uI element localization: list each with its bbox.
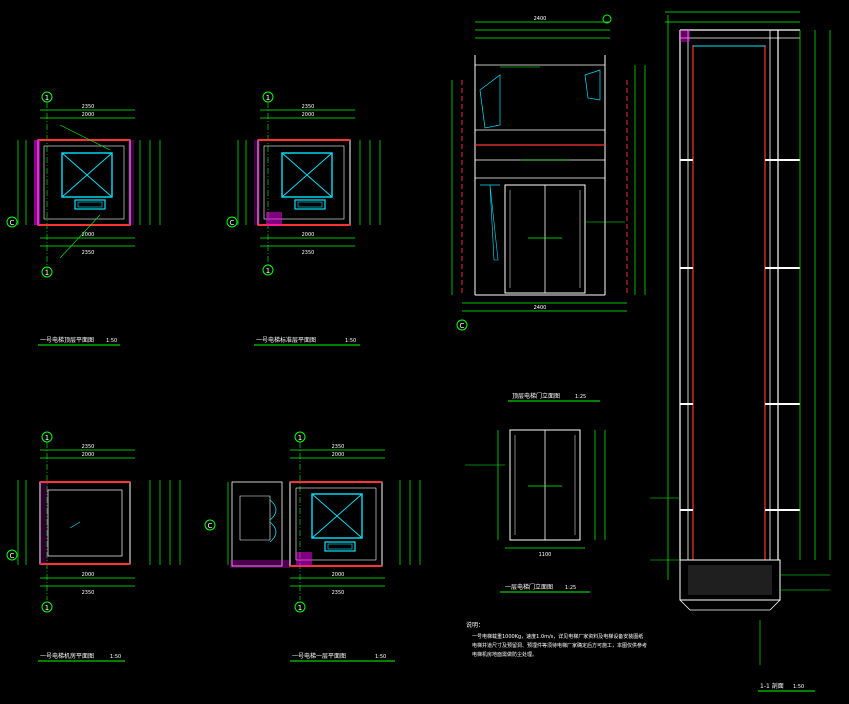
dimension-label: 2000	[82, 572, 95, 578]
grid-bubble-label: C	[10, 219, 15, 227]
dimension-label: 2350	[332, 590, 345, 596]
grid-bubble-c: C	[6, 216, 18, 228]
dimension-label: 2350	[82, 250, 95, 256]
drawing-title: 一号电梯机房平面图	[40, 652, 94, 660]
grid-bubble-label: 1	[45, 269, 49, 277]
dimension-label: 2000	[332, 452, 345, 458]
dimension-label: 2400	[534, 16, 547, 22]
grid-bubble-label: C	[10, 552, 15, 560]
grid-bubble-label: 1	[45, 604, 49, 612]
floor-slabs	[680, 159, 800, 511]
door-elevation-first-floor: 1100 一层电梯门立面图 1:25	[465, 429, 606, 593]
drawing-scale: 1:50	[106, 338, 117, 344]
grid-bubble-label: 1	[298, 604, 302, 612]
drawing-title: 顶层电梯门立面图	[512, 392, 560, 400]
dimension-label: 2350	[332, 444, 345, 450]
plan-top-mid: 1 C 2350 2000 2000 2350 1 一号电梯标准层平面图 1:5…	[226, 91, 381, 346]
door-elevation-top-floor: 2400 2400 C	[451, 14, 646, 402]
dimension-label: 2000	[332, 572, 345, 578]
dimension-label: 2350	[302, 250, 315, 256]
grid-bubble-label: 1	[45, 434, 49, 442]
drawing-title: 一号电梯一层平面图	[292, 652, 346, 660]
section-1-1: 1-1 剖面 1:50	[650, 11, 831, 692]
dimension-label: 2350	[82, 590, 95, 596]
drawing-title: 1-1 剖面	[760, 682, 784, 690]
notes-line: 电梯机房地面需做防尘处理。	[472, 651, 537, 658]
dimension-label: 2000	[302, 232, 315, 238]
dimension-label: 2350	[82, 104, 95, 110]
drawing-scale: 1:25	[565, 585, 576, 591]
plan-bottom-mid: 1 C 2350 2000 2000 2350 1 一号电梯一层	[204, 431, 421, 662]
grid-bubble-label: C	[208, 522, 213, 530]
drawing-scale: 1:50	[110, 654, 121, 660]
dimension-label: 1100	[539, 552, 552, 558]
grid-bubble-label: 1	[266, 94, 270, 102]
drawing-scale: 1:25	[575, 394, 586, 400]
dimension-label: 2000	[82, 232, 95, 238]
plan-bottom-left: 1 C 2350 2000 2000 2350 1 一号电梯机房平面图 1:50	[6, 431, 181, 662]
grid-bubble-1: 1	[41, 91, 53, 270]
grid-bubble-label: 1	[266, 267, 270, 275]
grid-bubble-label: 1	[45, 94, 49, 102]
grid-bubble-label: 1	[298, 434, 302, 442]
plan-top-left: 1 C 2350 2000 2000 2350	[6, 91, 161, 346]
drawing-scale: 1:50	[345, 338, 356, 344]
drawing-scale: 1:50	[375, 654, 386, 660]
dimension-label: 2000	[302, 112, 315, 118]
dimension-label: 2000	[82, 112, 95, 118]
drawing-scale: 1:50	[793, 684, 804, 690]
grid-bubble-label: C	[230, 219, 235, 227]
dimension-label: 2350	[302, 104, 315, 110]
drawing-title: 一号电梯标准层平面图	[256, 336, 316, 344]
drawing-title: 一层电梯门立面图	[505, 583, 553, 591]
drawing-title: 一号电梯顶层平面图	[40, 336, 94, 344]
general-notes: 说明： 一号电梯载重1000Kg，速度1.0m/s，详见电梯厂家资料及电梯设备安…	[466, 621, 647, 658]
notes-heading: 说明：	[466, 621, 484, 629]
grid-bubble-label: C	[460, 322, 465, 330]
notes-line: 电梯井道尺寸及预留洞、预埋件等须待电梯厂家确定后方可施工，本图仅供参考	[472, 642, 647, 649]
dimension-label: 2000	[82, 452, 95, 458]
notes-line: 一号电梯载重1000Kg，速度1.0m/s，详见电梯厂家资料及电梯设备安装图纸	[472, 633, 643, 640]
dimension-label: 2400	[534, 305, 547, 311]
dimension-label: 2350	[82, 444, 95, 450]
